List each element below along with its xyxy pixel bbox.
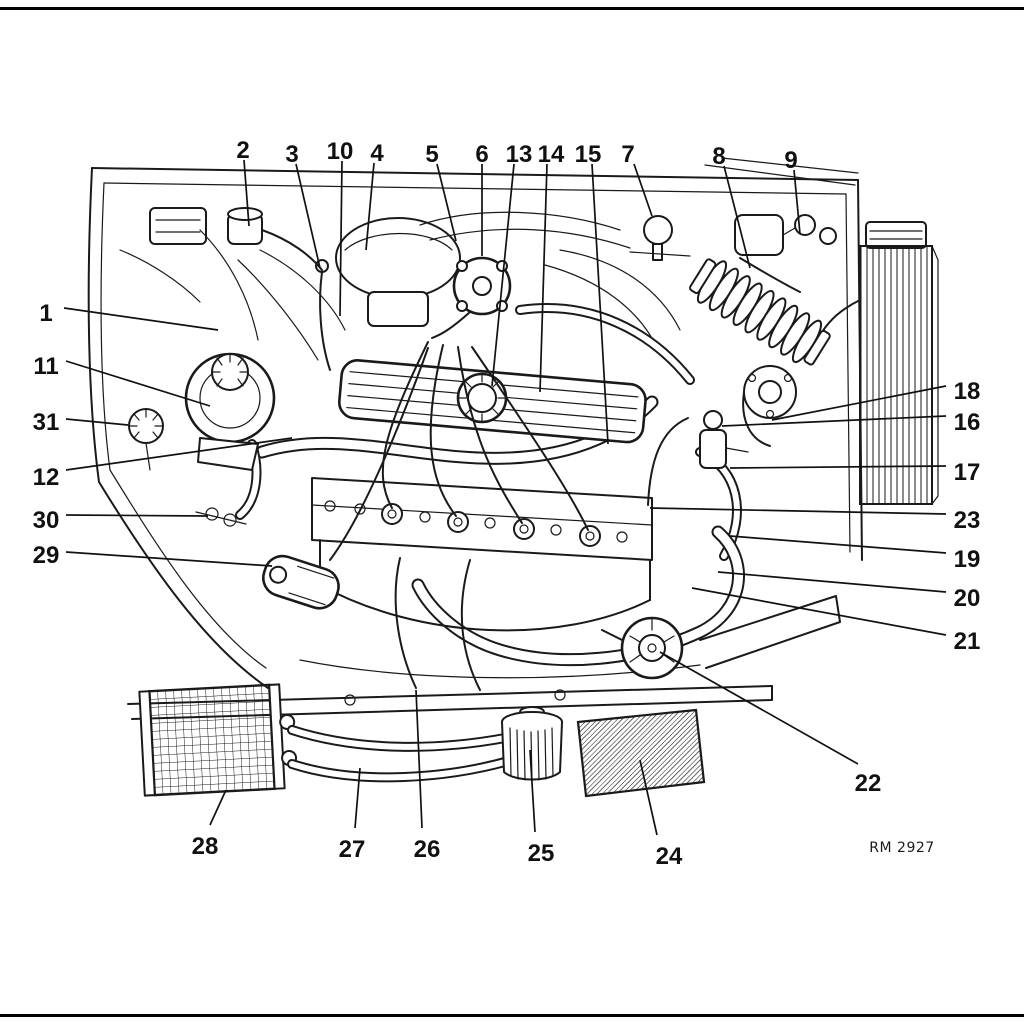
leader-line-28 — [209, 789, 227, 826]
callout-number-26: 26 — [414, 836, 441, 863]
vacuum-valve — [629, 215, 691, 261]
callout-number-4: 4 — [370, 140, 384, 167]
callout-number-7: 7 — [621, 141, 634, 168]
valve-cover — [337, 359, 647, 444]
reference-code: RM 2927 — [869, 840, 934, 856]
callout-number-19: 19 — [954, 546, 981, 573]
leader-line-26 — [415, 689, 423, 829]
sensor-cluster — [647, 410, 749, 506]
leader-line-15 — [591, 163, 609, 445]
leader-line-11 — [65, 360, 211, 407]
callout-number-17: 17 — [954, 459, 981, 486]
bottom-border-rule — [0, 1014, 1024, 1017]
leader-lines — [63, 159, 947, 836]
callout-number-20: 20 — [954, 585, 981, 612]
callout-number-14: 14 — [538, 141, 565, 168]
callout-number-23: 23 — [954, 507, 981, 534]
leader-line-4 — [365, 162, 375, 251]
leader-line-25 — [529, 749, 536, 833]
leader-line-13 — [491, 163, 515, 387]
leader-line-21 — [691, 587, 947, 636]
callout-number-9: 9 — [784, 147, 797, 174]
callout-number-10: 10 — [327, 138, 354, 165]
leader-line-16 — [721, 415, 947, 427]
oil-cooler — [138, 683, 298, 797]
fluid-reservoir — [184, 352, 276, 527]
callout-number-3: 3 — [285, 141, 298, 168]
thermostat-housing — [742, 365, 797, 447]
callout-number-29: 29 — [33, 542, 60, 569]
callout-number-21: 21 — [954, 628, 981, 655]
callout-number-27: 27 — [339, 836, 366, 863]
engine-block — [299, 477, 701, 706]
leader-line-30 — [65, 514, 209, 517]
oil-filter — [501, 706, 563, 782]
callout-number-1: 1 — [39, 300, 52, 327]
leader-line-7 — [633, 163, 653, 217]
bellows-hose — [689, 258, 831, 366]
callout-number-16: 16 — [954, 409, 981, 436]
callout-number-13: 13 — [506, 141, 533, 168]
callout-number-22: 22 — [855, 770, 882, 797]
callout-number-15: 15 — [575, 141, 602, 168]
heat-shield — [576, 708, 706, 798]
radiator — [821, 221, 939, 505]
leader-line-24 — [639, 759, 658, 836]
leader-line-29 — [65, 551, 273, 567]
right-top-components — [734, 214, 837, 293]
leader-line-22 — [659, 651, 859, 765]
callout-number-11: 11 — [33, 353, 58, 380]
leader-line-23 — [649, 507, 947, 515]
dipstick — [315, 259, 331, 371]
leader-line-5 — [436, 163, 457, 242]
callout-number-12: 12 — [33, 464, 60, 491]
callout-number-25: 25 — [528, 840, 555, 867]
leader-line-9 — [793, 169, 801, 235]
leader-line-2 — [243, 159, 250, 227]
leader-line-12 — [65, 437, 293, 471]
leader-line-3 — [295, 163, 321, 269]
callout-number-8: 8 — [712, 143, 725, 170]
leader-line-20 — [717, 571, 947, 593]
ignition-coil — [261, 554, 340, 610]
leader-line-10 — [339, 160, 343, 317]
engine-illustration — [87, 157, 939, 798]
leader-line-1 — [63, 307, 219, 331]
leader-line-8 — [723, 165, 751, 269]
leader-line-18 — [771, 385, 947, 421]
leader-line-17 — [729, 465, 947, 469]
callout-number-2: 2 — [236, 137, 249, 164]
callout-number-6: 6 — [475, 141, 488, 168]
distributor-cap — [431, 256, 512, 339]
leader-line-31 — [65, 418, 129, 426]
alternator — [601, 616, 684, 680]
leader-line-19 — [729, 535, 947, 554]
oil-cooler-hoses — [287, 725, 517, 783]
leader-line-27 — [354, 767, 361, 829]
callout-number-5: 5 — [425, 141, 438, 168]
callout-number-24: 24 — [656, 843, 683, 870]
front-harness-and-pump — [119, 207, 346, 361]
washer-reservoir-cap — [128, 408, 164, 471]
callout-number-28: 28 — [192, 833, 219, 860]
top-border-rule — [0, 7, 1024, 10]
callout-number-18: 18 — [954, 378, 981, 405]
leader-line-14 — [539, 163, 548, 393]
callout-number-31: 31 — [33, 409, 60, 436]
callout-number-30: 30 — [33, 507, 60, 534]
